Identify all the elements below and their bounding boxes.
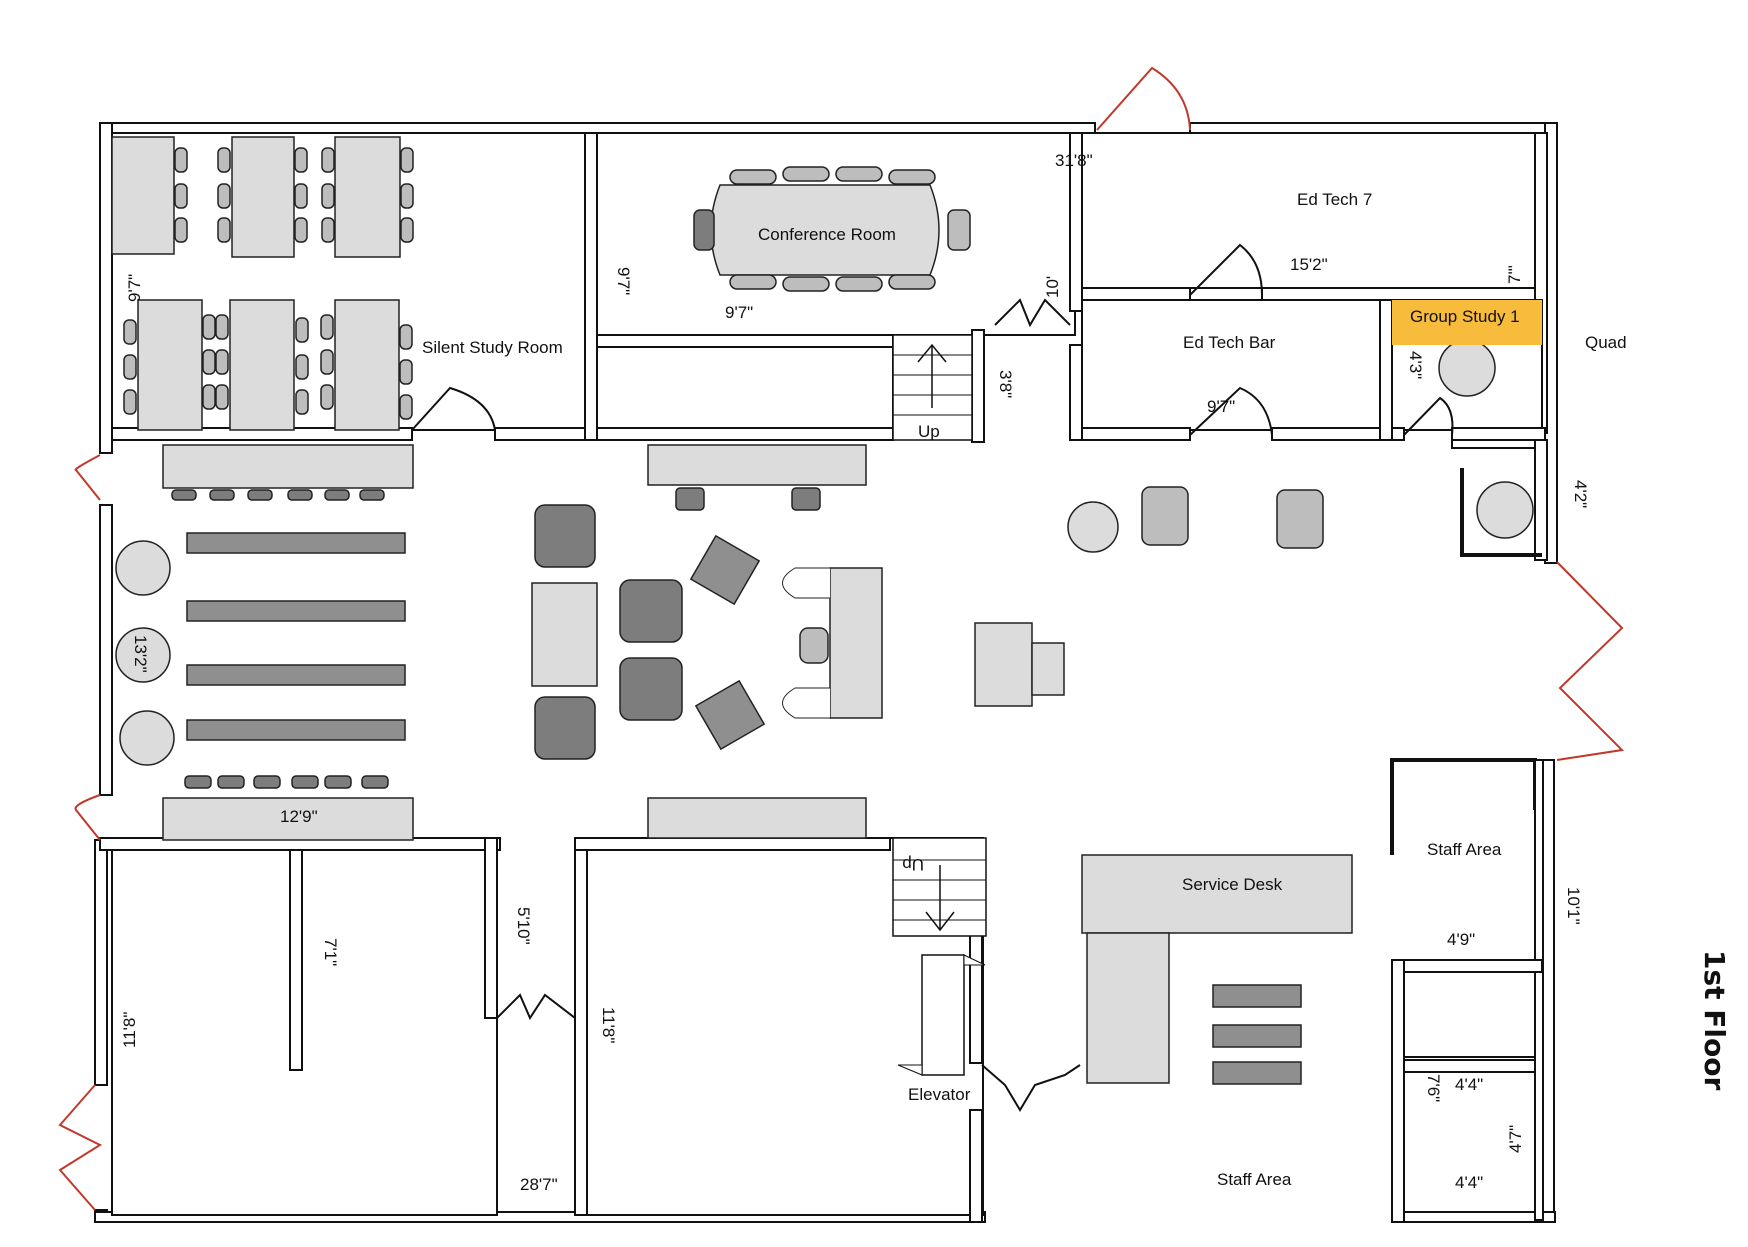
lounge-furniture — [531, 504, 883, 760]
walls — [94, 122, 1558, 1223]
dim-7-1: 7'1" — [321, 938, 340, 966]
dim-13-2: 13'2" — [131, 635, 150, 673]
label-staff-area-bottom: Staff Area — [1217, 1170, 1292, 1189]
silent-study-furniture — [111, 136, 414, 431]
label-elevator: Elevator — [908, 1085, 971, 1104]
dim-12-9: 12'9" — [280, 807, 318, 826]
long-tables — [186, 532, 406, 741]
conference-table — [693, 166, 971, 292]
label-ed-tech-7: Ed Tech 7 — [1297, 190, 1372, 209]
label-ed-tech-bar: Ed Tech Bar — [1183, 333, 1276, 352]
group-study-1-highlight — [1392, 300, 1542, 345]
service-desk-furniture — [1081, 854, 1353, 1085]
dim-31-8: 31'8" — [1055, 151, 1093, 170]
exterior-doors — [58, 66, 1625, 1211]
dim-4-4-bottom: 4'4" — [1455, 1173, 1483, 1192]
dim-5-10: 5'10" — [514, 907, 533, 945]
dim-9-7-conf-v: 9'7" — [614, 267, 633, 295]
label-quad: Quad — [1585, 333, 1627, 352]
floor-title: 1st Floor — [1698, 950, 1731, 1090]
dim-10: 10' — [1043, 276, 1062, 298]
dim-9-7-conf-h: 9'7" — [725, 303, 753, 322]
elevator-shaft — [897, 954, 986, 1076]
label-service-desk: Service Desk — [1182, 875, 1283, 894]
label-group-study-1: Group Study 1 — [1410, 307, 1520, 326]
dim-4-9: 4'9" — [1447, 930, 1475, 949]
dim-15-2: 15'2" — [1290, 255, 1328, 274]
dim-28-7: 28'7" — [520, 1175, 558, 1194]
label-conference: Conference Room — [758, 225, 896, 244]
dim-4-3: 4'3" — [1406, 351, 1425, 379]
label-stairs-up-top: Up — [918, 422, 940, 441]
dim-11-8-right: 11'8" — [599, 1007, 618, 1043]
dim-4-2: 4'2" — [1571, 480, 1590, 508]
room-labels: Silent Study Room Conference Room Ed Tec… — [422, 190, 1627, 1189]
dim-10-1: 10'1" — [1564, 887, 1583, 925]
label-staff-area-top: Staff Area — [1427, 840, 1502, 859]
dim-4-4-top: 4'4" — [1455, 1075, 1483, 1094]
dim-11-8-left: 11'8" — [120, 1012, 139, 1048]
dim-4-7: 4'7" — [1506, 1125, 1525, 1153]
label-silent-study: Silent Study Room — [422, 338, 563, 357]
dim-7-6: 7'6" — [1424, 1074, 1443, 1102]
stairs-bottom — [892, 837, 987, 937]
dim-9-7-study: 9'7" — [125, 274, 144, 302]
dimension-labels: 31'8" 15'2" 7'" 9'7" 9'7" 9'7" 10' 3'8" … — [120, 151, 1590, 1194]
computer-counters — [162, 444, 867, 841]
interior-doors — [411, 243, 1454, 1112]
label-stairs-up-bottom: Up — [902, 855, 924, 874]
dim-9-7-bar: 9'7" — [1207, 397, 1235, 416]
group-study-table — [1438, 339, 1496, 397]
round-tables-left — [115, 540, 175, 766]
dim-3-8: 3'8" — [996, 370, 1015, 398]
center-right-furniture — [974, 481, 1534, 707]
stairs-top — [892, 334, 973, 441]
dim-7-top: 7'" — [1505, 265, 1524, 284]
